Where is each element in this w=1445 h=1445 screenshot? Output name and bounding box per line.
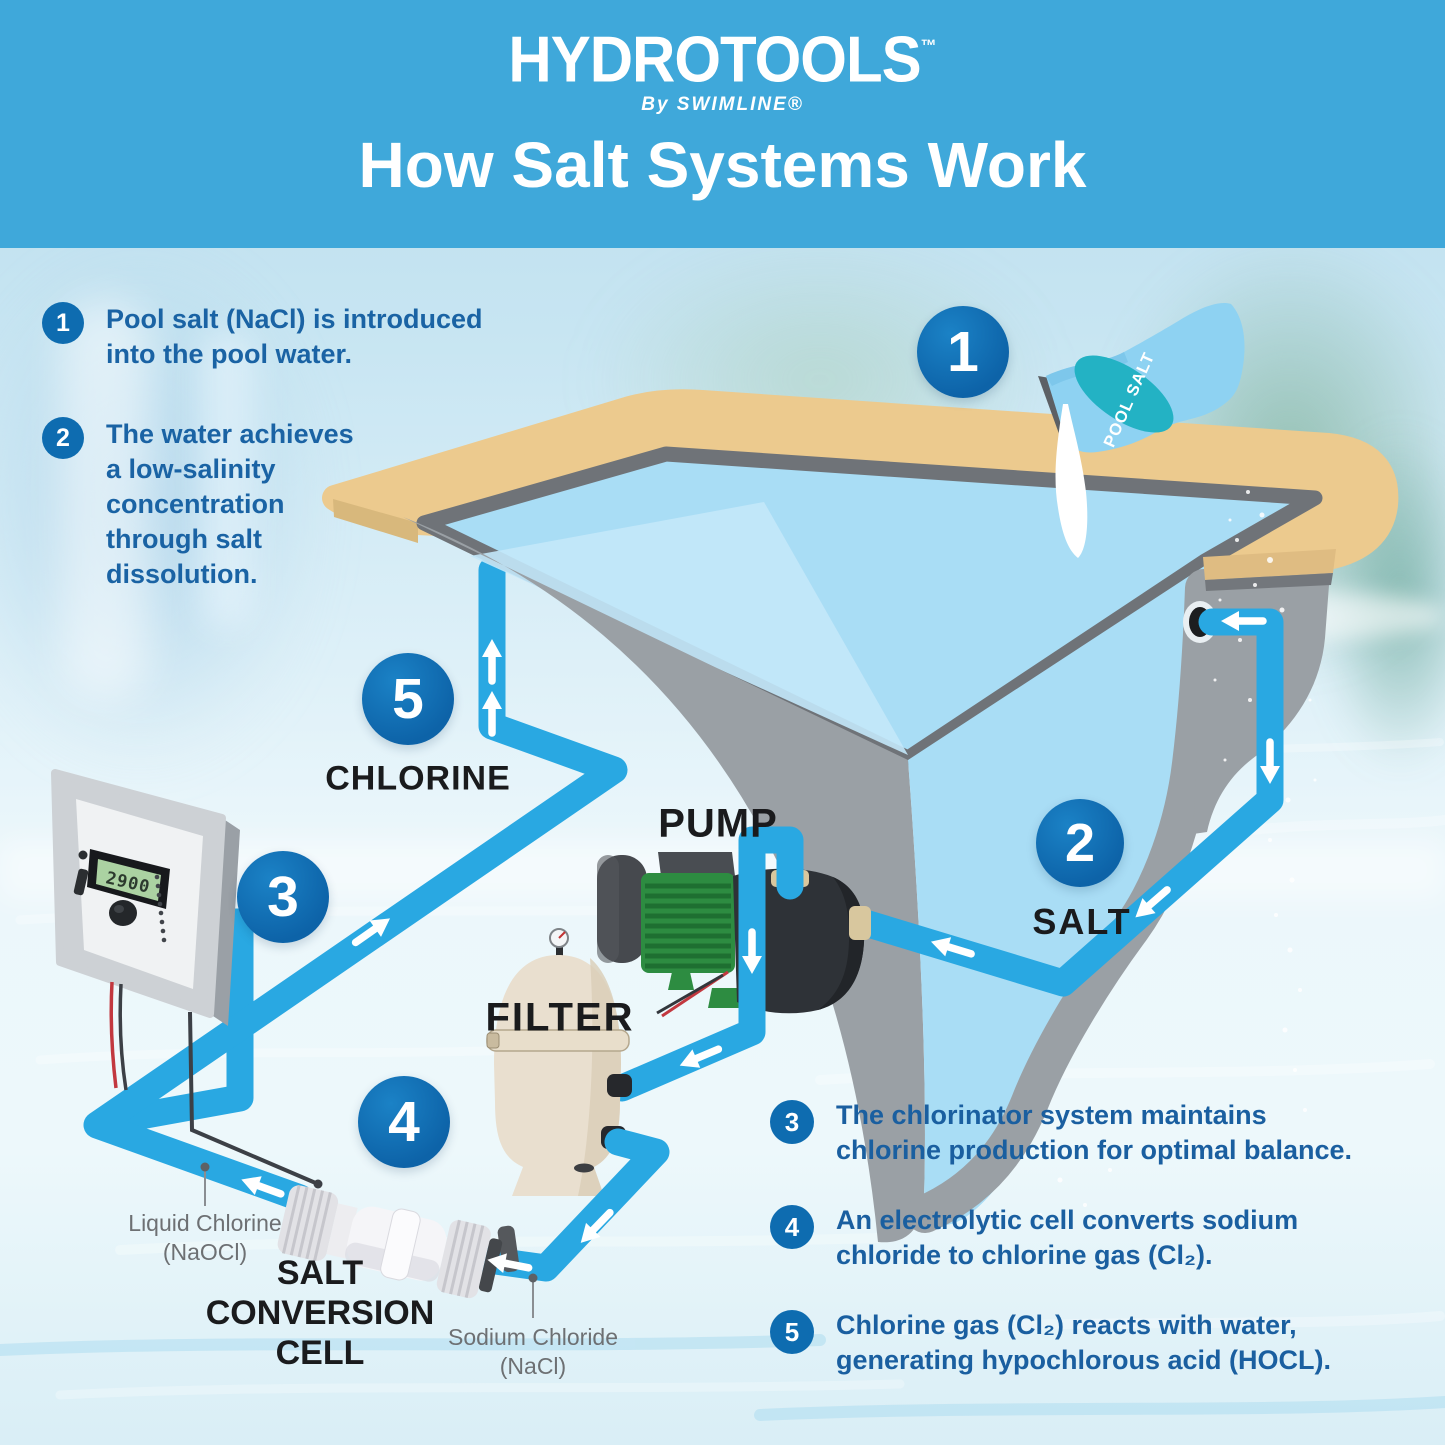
diagram-badge-4: 4: [358, 1076, 450, 1168]
step-text: An electrolytic cell converts sodium chl…: [836, 1205, 1299, 1270]
diagram-badge-5: 5: [362, 653, 454, 745]
step-number-badge: 4: [770, 1205, 814, 1249]
flow-arrows: [241, 611, 1280, 1274]
filter-drain: [574, 1163, 594, 1173]
step-text: The chlorinator system maintains chlorin…: [836, 1100, 1353, 1165]
cell-ring: [380, 1208, 421, 1281]
pump-illustration: [597, 852, 871, 1018]
panel-led: [78, 850, 88, 860]
trademark-symbol: ™: [920, 37, 937, 56]
salt-conversion-cell: [277, 1184, 503, 1299]
step-number-badge: 3: [770, 1100, 814, 1144]
step-text: The water achieves a low-salinity concen…: [106, 419, 354, 589]
water-highlight: [470, 502, 908, 755]
step-item-4: 4 An electrolytic cell converts sodium c…: [770, 1203, 1396, 1273]
pool-deck-edge: [333, 499, 418, 543]
pump-motor-ribs: [645, 883, 731, 969]
sodium-chloride-label: Sodium Chloride (NaCl): [447, 1324, 619, 1379]
filter-label: FILTER: [485, 995, 635, 1040]
deck-cut-rim: [1205, 573, 1333, 591]
deck-cut-face: [1203, 549, 1336, 580]
cell-right-ribs: [441, 1219, 485, 1298]
pump-foot: [668, 972, 694, 990]
step-text: Pool salt (NaCl) is introduced into the …: [106, 304, 483, 369]
panel-led-column: [154, 874, 167, 943]
panel-wire-black: [118, 983, 128, 1091]
pump-wire-black: [656, 973, 724, 1015]
cell-left-ribs: [281, 1184, 332, 1261]
salt-conversion-cell-label: SALT CONVERSION CELL: [205, 1254, 435, 1372]
callouts: [200, 1162, 538, 1318]
pump-label: PUMP: [658, 801, 778, 846]
gauge-stem: [556, 944, 563, 964]
bag-label-oval: [1074, 355, 1174, 433]
step-item-3: 3 The chlorinator system maintains chlor…: [770, 1098, 1396, 1168]
pump-motor-cap-highlight: [597, 855, 619, 963]
brand-logo: HYDROTOOLS™: [508, 27, 937, 93]
liquid-chlorine-label: Liquid Chlorine (NaOCl): [128, 1210, 282, 1265]
step-number-badge: 1: [42, 302, 84, 344]
chlorine-label: CHLORINE: [325, 759, 511, 798]
wire-terminal: [313, 1179, 323, 1189]
step-number-badge: 2: [42, 417, 84, 459]
step-item-1: 1 Pool salt (NaCl) is introduced into th…: [42, 302, 536, 372]
pool-salt-bag: POOL SALT: [1038, 303, 1245, 558]
header-banner: HYDROTOOLS™ By SWIMLINE® How Salt System…: [0, 0, 1445, 248]
pump-foot: [708, 988, 744, 1008]
panel-knob-highlight: [114, 905, 124, 913]
brand-text: HYDROTOOLS: [508, 23, 921, 96]
lcd-screen: [96, 859, 161, 901]
pump-side-fitting: [849, 906, 871, 940]
cell-tip: [478, 1238, 503, 1293]
panel-side: [210, 818, 240, 1026]
diagram-badge-3: 3: [237, 851, 329, 943]
filter-upper-port: [607, 1074, 632, 1097]
ripple-lines-cyan: [0, 1334, 1445, 1421]
cell-neck: [326, 1203, 358, 1259]
callout-dot: [200, 1162, 210, 1172]
filter-illustration: [486, 928, 632, 1196]
step-number-badge: 5: [770, 1310, 814, 1354]
salt-label: SALT: [1032, 901, 1132, 942]
brand-subtitle: By SWIMLINE®: [641, 94, 804, 115]
water-cross-section: [908, 565, 1206, 1226]
step-text: Chlorine gas (Cl₂) reacts with water, ge…: [836, 1310, 1332, 1375]
gauge-needle: [558, 931, 566, 939]
diagram-badge-1: 1: [917, 306, 1009, 398]
panel-knob: [109, 900, 137, 926]
pool-illustration: [322, 389, 1399, 1243]
filter-clamp: [486, 1032, 500, 1049]
page-title: How Salt Systems Work: [358, 129, 1087, 201]
pump-housing: [733, 868, 865, 1014]
panel-wire-red: [109, 981, 118, 1089]
cell-control-wire: [188, 1011, 319, 1186]
cell-right-coupling: [436, 1220, 491, 1299]
control-panel: 2900: [51, 769, 323, 1189]
step-item-5: 5 Chlorine gas (Cl₂) reacts with water, …: [770, 1308, 1396, 1378]
panel-switch: [73, 868, 89, 896]
step-item-2: 2 The water achieves a low-salinity conc…: [42, 417, 436, 592]
callout-dot: [528, 1273, 538, 1283]
diagram-badge-2: 2: [1036, 799, 1124, 887]
salt-stream: [1055, 404, 1088, 558]
